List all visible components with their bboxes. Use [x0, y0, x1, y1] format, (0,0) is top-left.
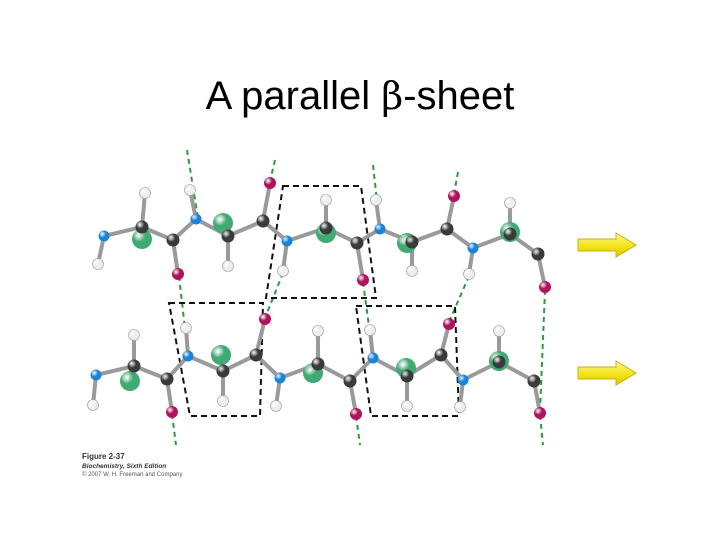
oxygen-atom-icon	[264, 177, 276, 189]
figure-number: Figure 2-37	[82, 452, 125, 461]
nitrogen-atom-icon	[467, 242, 479, 254]
carbon-atom-icon	[249, 348, 263, 362]
hydrogen-atom-icon	[139, 187, 151, 199]
hbond-ring-box-2	[354, 305, 461, 417]
hydrogen-atom-icon	[180, 322, 192, 334]
hydrogen-bond-6	[539, 289, 546, 413]
nitrogen-atom-icon	[274, 372, 286, 384]
hydrogen-bond-11	[539, 414, 544, 446]
carbon-atom-icon	[350, 236, 364, 250]
lower-strand-bond	[94, 364, 136, 377]
nitrogen-atom-icon	[457, 374, 469, 386]
atom-layer	[87, 177, 551, 420]
hydrogen-atom-icon	[312, 325, 324, 337]
title-prefix: A parallel	[205, 74, 382, 118]
nitrogen-atom-icon	[374, 223, 386, 235]
hydrogen-atom-icon	[504, 197, 516, 209]
oxygen-atom-icon	[172, 268, 184, 280]
hydrogen-bond-10	[355, 415, 361, 446]
hydrogen-bond-7	[264, 272, 284, 319]
carbon-atom-icon	[135, 220, 149, 234]
carbon-atom-icon	[256, 214, 270, 228]
hydrogen-atom-icon	[184, 184, 196, 196]
upper-strand-bond	[102, 225, 144, 238]
nitrogen-atom-icon	[281, 235, 293, 247]
hbond-ring-box-1	[167, 302, 265, 417]
copyright-line: © 2007 W. H. Freeman and Company	[82, 472, 183, 478]
side-chain-group-icon	[120, 371, 140, 391]
ring-box-layer	[167, 185, 461, 417]
lower-strand-direction-arrow-icon	[577, 360, 637, 386]
nitrogen-atom-icon	[182, 350, 194, 362]
hydrogen-bond-layer	[171, 150, 546, 446]
hydrogen-bond-0	[186, 150, 199, 219]
beta-sheet-diagram	[87, 150, 637, 446]
book-title: Biochemistry, Sixth Edition	[82, 463, 167, 470]
slide-title: A parallel β-sheet	[0, 72, 720, 120]
carbon-atom-icon	[216, 364, 230, 378]
carbon-atom-icon	[160, 372, 174, 386]
title-beta-symbol: β	[381, 74, 404, 118]
oxygen-atom-icon	[443, 318, 455, 330]
hydrogen-bond-1	[269, 159, 276, 182]
hydrogen-atom-icon	[92, 258, 104, 270]
hydrogen-atom-icon	[406, 265, 418, 277]
carbon-atom-icon	[527, 374, 541, 388]
hydrogen-atom-icon	[401, 400, 413, 412]
carbon-atom-icon	[440, 222, 454, 236]
oxygen-atom-icon	[357, 274, 369, 286]
carbon-atom-icon	[166, 233, 180, 247]
hydrogen-atom-icon	[370, 194, 382, 206]
hydrogen-atom-icon	[454, 401, 466, 413]
hydrogen-atom-icon	[463, 268, 475, 280]
side-chain-group-icon	[213, 213, 233, 233]
hydrogen-atom-icon	[493, 325, 505, 337]
hydrogen-atom-icon	[277, 265, 289, 277]
title-suffix: -sheet	[403, 74, 515, 118]
hydrogen-atom-icon	[87, 399, 99, 411]
carbon-atom-icon	[343, 374, 357, 388]
nitrogen-atom-icon	[90, 369, 102, 381]
oxygen-atom-icon	[259, 313, 271, 325]
carbon-atom-icon	[531, 247, 545, 261]
carbon-atom-icon	[492, 355, 506, 369]
oxygen-atom-icon	[534, 407, 546, 419]
carbon-atom-icon	[400, 369, 414, 383]
oxygen-atom-icon	[539, 281, 551, 293]
side-chain-group-icon	[211, 345, 231, 365]
hydrogen-atom-icon	[320, 194, 332, 206]
hydrogen-bond-5	[362, 281, 374, 357]
carbon-atom-icon	[127, 359, 141, 373]
strand-direction-arrows	[577, 232, 637, 386]
carbon-atom-icon	[221, 229, 235, 243]
hydrogen-atom-icon	[217, 395, 229, 407]
nitrogen-atom-icon	[367, 352, 379, 364]
hbond-ring-box-0	[264, 185, 378, 299]
nitrogen-atom-icon	[190, 213, 202, 225]
oxygen-atom-icon	[166, 406, 178, 418]
hydrogen-atom-icon	[270, 400, 282, 412]
hydrogen-bond-8	[448, 275, 470, 323]
upper-strand-direction-arrow-icon	[577, 232, 637, 258]
figure-caption: Figure 2-37 Biochemistry, Sixth Edition …	[82, 452, 282, 479]
oxygen-atom-icon	[350, 408, 362, 420]
carbon-atom-icon	[503, 227, 517, 241]
hydrogen-bond-9	[171, 413, 177, 446]
nitrogen-atom-icon	[98, 230, 110, 242]
carbon-atom-icon	[311, 357, 325, 371]
hydrogen-atom-icon	[222, 260, 234, 272]
carbon-atom-icon	[434, 348, 448, 362]
carbon-atom-icon	[405, 235, 419, 249]
hydrogen-atom-icon	[364, 324, 376, 336]
carbon-atom-icon	[319, 221, 333, 235]
side-chain-group-icon	[132, 229, 152, 249]
oxygen-atom-icon	[448, 190, 460, 202]
hydrogen-atom-icon	[128, 329, 140, 341]
